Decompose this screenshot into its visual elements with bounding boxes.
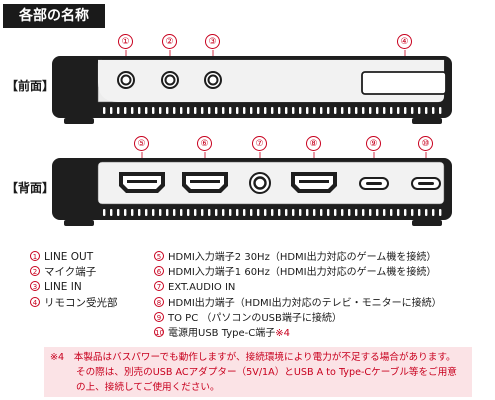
- legend-item-2: 2 マイク端子: [30, 265, 118, 280]
- usb-c-to-pc-port: [359, 177, 389, 190]
- callout-9: ⑨: [366, 136, 381, 151]
- front-vents: [103, 107, 442, 114]
- legend-back: 5 HDMI入力端子2 30Hz（HDMI出力対応のゲーム機を接続） 6 HDMI入…: [154, 250, 442, 341]
- legend-item-1: 1 LINE OUT: [30, 250, 118, 265]
- hdmi-in-1-port: [182, 172, 228, 193]
- legend-item-10: 10 電源用USB Type-C端子※4: [154, 326, 442, 341]
- legend-text-8: HDMI出力端子（HDMI出力対応のテレビ・モニターに接続）: [168, 297, 442, 309]
- legend-item-5: 5 HDMI入力端子2 30Hz（HDMI出力対応のゲーム機を接続）: [154, 250, 442, 265]
- hdmi-in-2-port: [119, 172, 165, 193]
- front-panel: [52, 56, 452, 124]
- callout-8: ⑧: [306, 136, 321, 151]
- callout-5: ⑤: [134, 136, 149, 151]
- front-label: 【前面】: [6, 79, 55, 93]
- legend-item-4: 4 リモコン受光部: [30, 296, 118, 311]
- section-title: 各部の名称: [3, 4, 105, 28]
- legend-text-5: HDMI入力端子2 30Hz（HDMI出力対応のゲーム機を接続）: [168, 252, 437, 263]
- callout-1: ①: [118, 34, 133, 49]
- legend-text-7: EXT.AUDIO IN: [168, 282, 236, 294]
- mic-jack: [161, 71, 179, 89]
- footnote-box: ※4 本製品はバスパワーでも動作しますが、接続環境により電力が不足する場合があり…: [44, 347, 472, 397]
- legend-item-9: 9 TO PC （パソコンのUSB端子に接続）: [154, 311, 442, 326]
- legend-text-3: LINE IN: [44, 281, 82, 294]
- legend-text-9: TO PC （パソコンのUSB端子に接続）: [168, 312, 342, 324]
- footnote-line-1: ※4 本製品はバスパワーでも動作しますが、接続環境により電力が不足する場合があり…: [50, 352, 456, 363]
- legend-num-9: 9: [154, 311, 164, 322]
- legend-text-6: HDMI入力端子1 60Hz（HDMI出力対応のゲーム機を接続）: [168, 267, 437, 279]
- callout-4: ④: [397, 34, 412, 49]
- line-out-jack: [117, 71, 135, 89]
- legend-num-10: 10: [154, 327, 164, 338]
- callout-7: ⑦: [252, 136, 267, 151]
- legend-num-1: 1: [30, 251, 40, 261]
- back-panel: [52, 158, 452, 226]
- legend-num-4: 4: [30, 296, 40, 307]
- legend-front: 1 LINE OUT 2 マイク端子 3 LINE IN 4 リモコン受光部: [30, 250, 118, 311]
- callout-10: ⑩: [418, 136, 433, 151]
- legend-item-8: 8 HDMI出力端子（HDMI出力対応のテレビ・モニターに接続）: [154, 296, 442, 311]
- legend-text-10: 電源用USB Type-C端子: [168, 328, 276, 340]
- legend-num-7: 7: [154, 281, 164, 292]
- legend-item-3: 3 LINE IN: [30, 280, 118, 295]
- callout-6: ⑥: [197, 136, 212, 151]
- legend-num-8: 8: [154, 296, 164, 307]
- remote-receiver-window: [361, 71, 447, 95]
- back-label: 【背面】: [6, 181, 55, 195]
- legend-item-7: 7 EXT.AUDIO IN: [154, 280, 442, 295]
- callout-2: ②: [162, 34, 177, 49]
- legend-text-4: リモコン受光部: [44, 296, 118, 309]
- legend-num-6: 6: [154, 266, 164, 277]
- legend-text-1: LINE OUT: [44, 251, 94, 263]
- back-vents: [103, 209, 442, 216]
- footnote-mark: ※4: [275, 328, 291, 340]
- legend-item-6: 6 HDMI入力端子1 60Hz（HDMI出力対応のゲーム機を接続）: [154, 265, 442, 280]
- hdmi-out-port: [291, 172, 337, 193]
- legend-num-5: 5: [154, 251, 164, 261]
- legend-num-2: 2: [30, 266, 40, 277]
- usb-c-power-port: [411, 177, 441, 190]
- ext-audio-in-jack: [249, 172, 271, 194]
- line-in-jack: [204, 71, 222, 89]
- device-illustration: [52, 50, 452, 226]
- legend-text-2: マイク端子: [44, 266, 97, 279]
- footnote-line-2: その際は、別売のUSB ACアダプター（5V/1A）とUSB A to Type…: [76, 367, 457, 393]
- callout-3: ③: [205, 34, 220, 49]
- legend-num-3: 3: [30, 281, 40, 292]
